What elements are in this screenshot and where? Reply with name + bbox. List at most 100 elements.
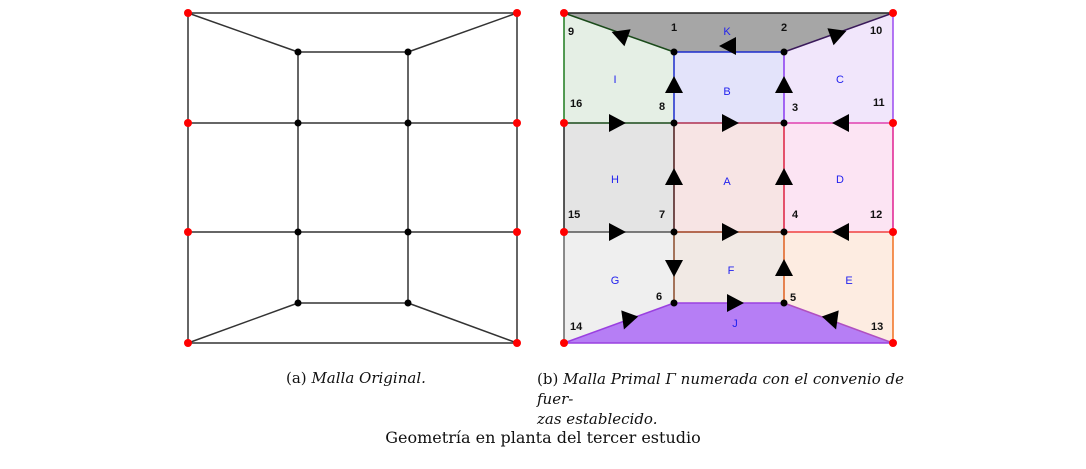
boundary-node [184, 9, 192, 17]
region-E [784, 232, 893, 343]
boundary-node [889, 228, 897, 236]
force-arrow-icon [722, 114, 739, 132]
caption-a-label: (a) [286, 369, 307, 387]
boundary-node [889, 9, 897, 17]
inner-node [780, 119, 788, 127]
region-label-K: K [723, 26, 731, 38]
node-number-6: 6 [656, 291, 662, 303]
inner-node [294, 299, 302, 307]
region-label-F: F [728, 265, 735, 277]
region-label-B: B [723, 86, 730, 98]
inner-node [780, 228, 788, 236]
boundary-node [184, 119, 192, 127]
mesh-edge [407, 302, 518, 344]
boundary-node [184, 228, 192, 236]
mesh-edge [187, 302, 299, 344]
region-H [564, 123, 674, 232]
region-label-G: G [611, 275, 620, 287]
inner-node [404, 48, 412, 56]
force-arrow-icon [611, 29, 631, 47]
inner-node [404, 228, 412, 236]
boundary-node [513, 339, 521, 347]
region-label-I: I [613, 74, 616, 86]
force-arrow-icon [665, 260, 683, 277]
force-arrow-icon [722, 223, 739, 241]
node-number-3: 3 [792, 102, 798, 114]
mesh-edge [187, 12, 299, 53]
caption-a: (a) Malla Original. [286, 369, 426, 387]
region-label-A: A [723, 176, 731, 188]
force-arrow-icon [609, 223, 626, 241]
caption-b-label: (b) [537, 370, 559, 388]
boundary-node [560, 119, 568, 127]
force-arrow-icon [775, 259, 793, 276]
node-number-15: 15 [568, 209, 580, 221]
node-number-12: 12 [870, 209, 882, 221]
node-number-2: 2 [781, 22, 787, 34]
boundary-node [513, 119, 521, 127]
region-G [564, 232, 674, 343]
node-number-7: 7 [659, 209, 665, 221]
figure-caption: Geometría en planta del tercer estudio [385, 428, 701, 447]
inner-node [670, 48, 678, 56]
caption-b: (b) Malla Primal Γ numerada con el conve… [537, 369, 922, 429]
node-number-14: 14 [570, 321, 583, 333]
inner-node [780, 299, 788, 307]
boundary-node [889, 339, 897, 347]
region-I [564, 13, 674, 123]
boundary-node [560, 9, 568, 17]
inner-node [670, 228, 678, 236]
region-C [784, 13, 893, 123]
boundary-node [889, 119, 897, 127]
force-arrow-icon [832, 223, 849, 241]
force-arrow-icon [727, 294, 744, 312]
caption-a-text: Malla Original. [311, 369, 426, 387]
region-label-J: J [732, 318, 738, 330]
node-number-16: 16 [570, 98, 582, 110]
inner-node [670, 299, 678, 307]
inner-node [294, 48, 302, 56]
node-number-11: 11 [873, 97, 885, 109]
node-number-4: 4 [792, 209, 799, 221]
boundary-node [513, 9, 521, 17]
force-arrow-icon [621, 310, 639, 330]
force-arrow-icon [821, 310, 839, 330]
inner-node [780, 48, 788, 56]
boundary-node [560, 339, 568, 347]
node-number-1: 1 [671, 22, 677, 34]
force-arrow-icon [775, 76, 793, 93]
mesh-edge [407, 12, 518, 53]
force-arrow-icon [775, 168, 793, 185]
force-arrow-icon [609, 114, 626, 132]
inner-node [404, 119, 412, 127]
node-number-10: 10 [870, 25, 882, 37]
node-number-9: 9 [568, 26, 574, 38]
boundary-node [184, 339, 192, 347]
region-B [674, 52, 784, 123]
region-label-H: H [611, 174, 619, 186]
node-number-5: 5 [790, 292, 796, 304]
region-F [674, 232, 784, 303]
inner-node [670, 119, 678, 127]
force-arrow-icon [665, 168, 683, 185]
mesh-edge [783, 302, 894, 344]
region-label-C: C [836, 74, 844, 86]
inner-node [404, 299, 412, 307]
inner-node [294, 119, 302, 127]
caption-b-text-1: Malla Primal Γ numerada con el convenio … [537, 370, 904, 408]
mesh-edge [563, 302, 675, 344]
region-label-D: D [836, 174, 844, 186]
node-number-8: 8 [659, 101, 665, 113]
region-label-E: E [845, 275, 852, 287]
force-arrow-icon [719, 37, 736, 55]
caption-b-text-2: zas establecido. [537, 410, 658, 428]
force-arrow-icon [827, 28, 847, 46]
region-D [784, 123, 893, 232]
node-number-13: 13 [871, 321, 883, 333]
force-arrow-icon [832, 114, 849, 132]
region-A [674, 123, 784, 232]
inner-node [294, 228, 302, 236]
boundary-node [513, 228, 521, 236]
boundary-node [560, 228, 568, 236]
